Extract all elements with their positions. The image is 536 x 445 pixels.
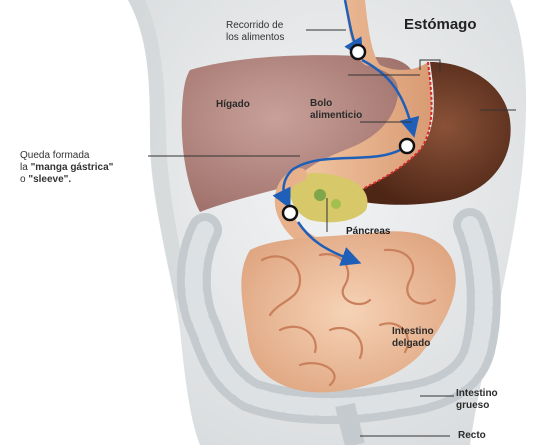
pancreas-detail (314, 189, 326, 201)
label-queda-line1: Queda formada (20, 150, 113, 162)
rectum (345, 405, 355, 445)
label-bolo-line2: alimenticio (310, 110, 362, 122)
label-queda-line3-quote: "sleeve". (28, 174, 71, 185)
label-queda-line2: la "manga gástrica" (20, 162, 113, 174)
label-bolo-line1: Bolo (310, 98, 362, 110)
label-queda-line2-quote: "manga gástrica" (31, 162, 114, 173)
label-estomago: Estómago (404, 16, 477, 33)
label-recorrido: Recorrido de los alimentos (226, 20, 284, 44)
label-pancreas: Páncreas (346, 226, 390, 238)
label-intestino-delgado: Intestino delgado (392, 326, 434, 350)
label-recorrido-line2: los alimentos (226, 32, 284, 44)
label-queda-line2-prefix: la (20, 162, 31, 173)
bolus-marker (283, 206, 297, 220)
bolus-marker (400, 139, 414, 153)
label-intestino-delgado-line1: Intestino (392, 326, 434, 338)
pancreas-detail (331, 199, 341, 209)
label-intestino-grueso-line1: Intestino (456, 388, 498, 400)
label-recorrido-line1: Recorrido de (226, 20, 284, 32)
label-bolo: Bolo alimenticio (310, 98, 362, 122)
label-intestino-grueso: Intestino grueso (456, 388, 498, 412)
label-queda-formada: Queda formada la "manga gástrica" o "sle… (20, 150, 113, 186)
bolus-marker (351, 45, 365, 59)
label-intestino-delgado-line2: delgado (392, 338, 434, 350)
label-queda-line3: o "sleeve". (20, 174, 113, 186)
label-recto: Recto (458, 430, 486, 442)
label-higado: Hígado (216, 99, 250, 111)
label-intestino-grueso-line2: grueso (456, 400, 498, 412)
